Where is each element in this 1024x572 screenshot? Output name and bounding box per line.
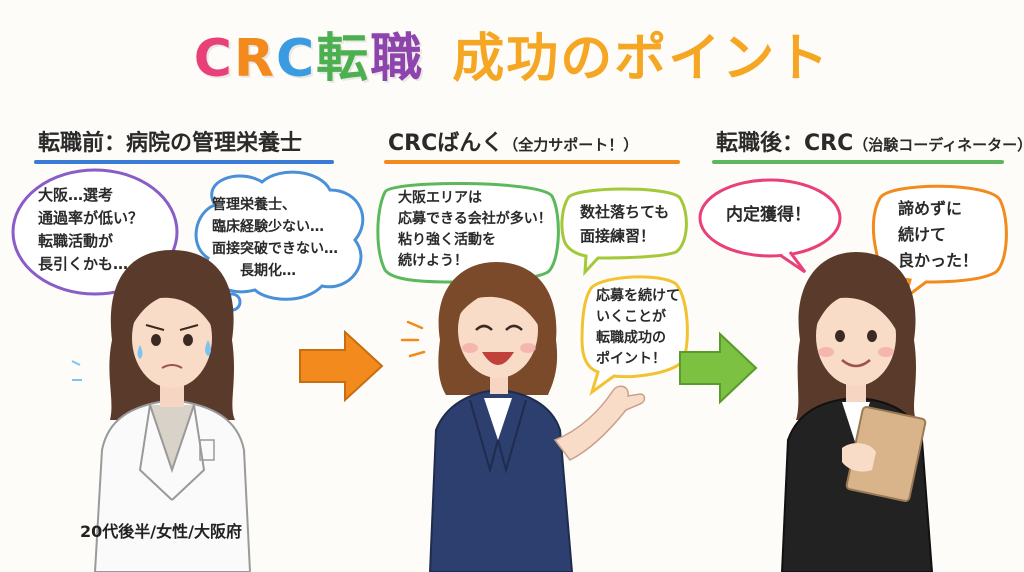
heading-during-sub: （全力サポート！） xyxy=(503,136,639,154)
page-title: CRC転職 成功のポイント xyxy=(0,16,1024,91)
underline-before xyxy=(34,160,334,164)
thought-text-right: 管理栄養士、 臨床経験少ない… 面接突破できない… 長期化… xyxy=(212,197,338,279)
speech-text-after-right: 諦めずに 続けて 良かった！ xyxy=(898,199,979,270)
speech-bubble-top-right xyxy=(560,187,688,277)
title-char: 転 xyxy=(316,28,371,89)
arrow-1 xyxy=(299,329,384,403)
speech-bubble-after-left xyxy=(698,178,842,274)
title-char: 職 xyxy=(370,28,425,89)
heading-after: 転職後：CRC（治験コーディネーター） xyxy=(716,125,1024,157)
speech-bubble-after-right xyxy=(871,184,1008,302)
heading-during-label: CRCばんく xyxy=(388,131,504,156)
title-char: C xyxy=(276,28,317,89)
title-part-crc-tenshoku: CRC転職 xyxy=(194,16,424,91)
heading-during: CRCばんく（全力サポート！） xyxy=(388,125,638,157)
speech-text-top-right: 数社落ちても 面接練習！ xyxy=(580,203,670,245)
worried-dietitian-illustration xyxy=(71,250,252,572)
heading-before: 転職前：病院の管理栄養士 xyxy=(38,131,303,156)
confident-crc-illustration xyxy=(780,252,934,572)
heading-after-sub: （治験コーディネーター） xyxy=(853,136,1024,154)
speech-text-bottom-right: 応募を続けて いくことが 転職成功の ポイント！ xyxy=(596,288,680,367)
underline-during xyxy=(384,160,680,164)
title-char: R xyxy=(233,28,276,89)
title-part-success-point: 成功のポイント xyxy=(452,28,831,89)
cheerful-advisor-illustration xyxy=(428,262,646,572)
underline-after xyxy=(712,160,1004,164)
title-char: C xyxy=(193,28,234,89)
arrow-2 xyxy=(679,331,758,405)
speech-bubble-bottom-right xyxy=(580,275,689,396)
speech-text-main: 大阪エリアは 応募できる会社が多い！ 粘り強く活動を 続けよう！ xyxy=(398,190,552,269)
speech-text-after-left: 内定獲得！ xyxy=(726,205,811,225)
profile-caption: 20代後半/女性/大阪府 xyxy=(80,522,242,541)
heading-after-label: 転職後：CRC xyxy=(716,131,854,156)
thought-text-left: 大阪…選考 通過率が低い？ 転職活動が 長引くかも… xyxy=(38,186,144,273)
